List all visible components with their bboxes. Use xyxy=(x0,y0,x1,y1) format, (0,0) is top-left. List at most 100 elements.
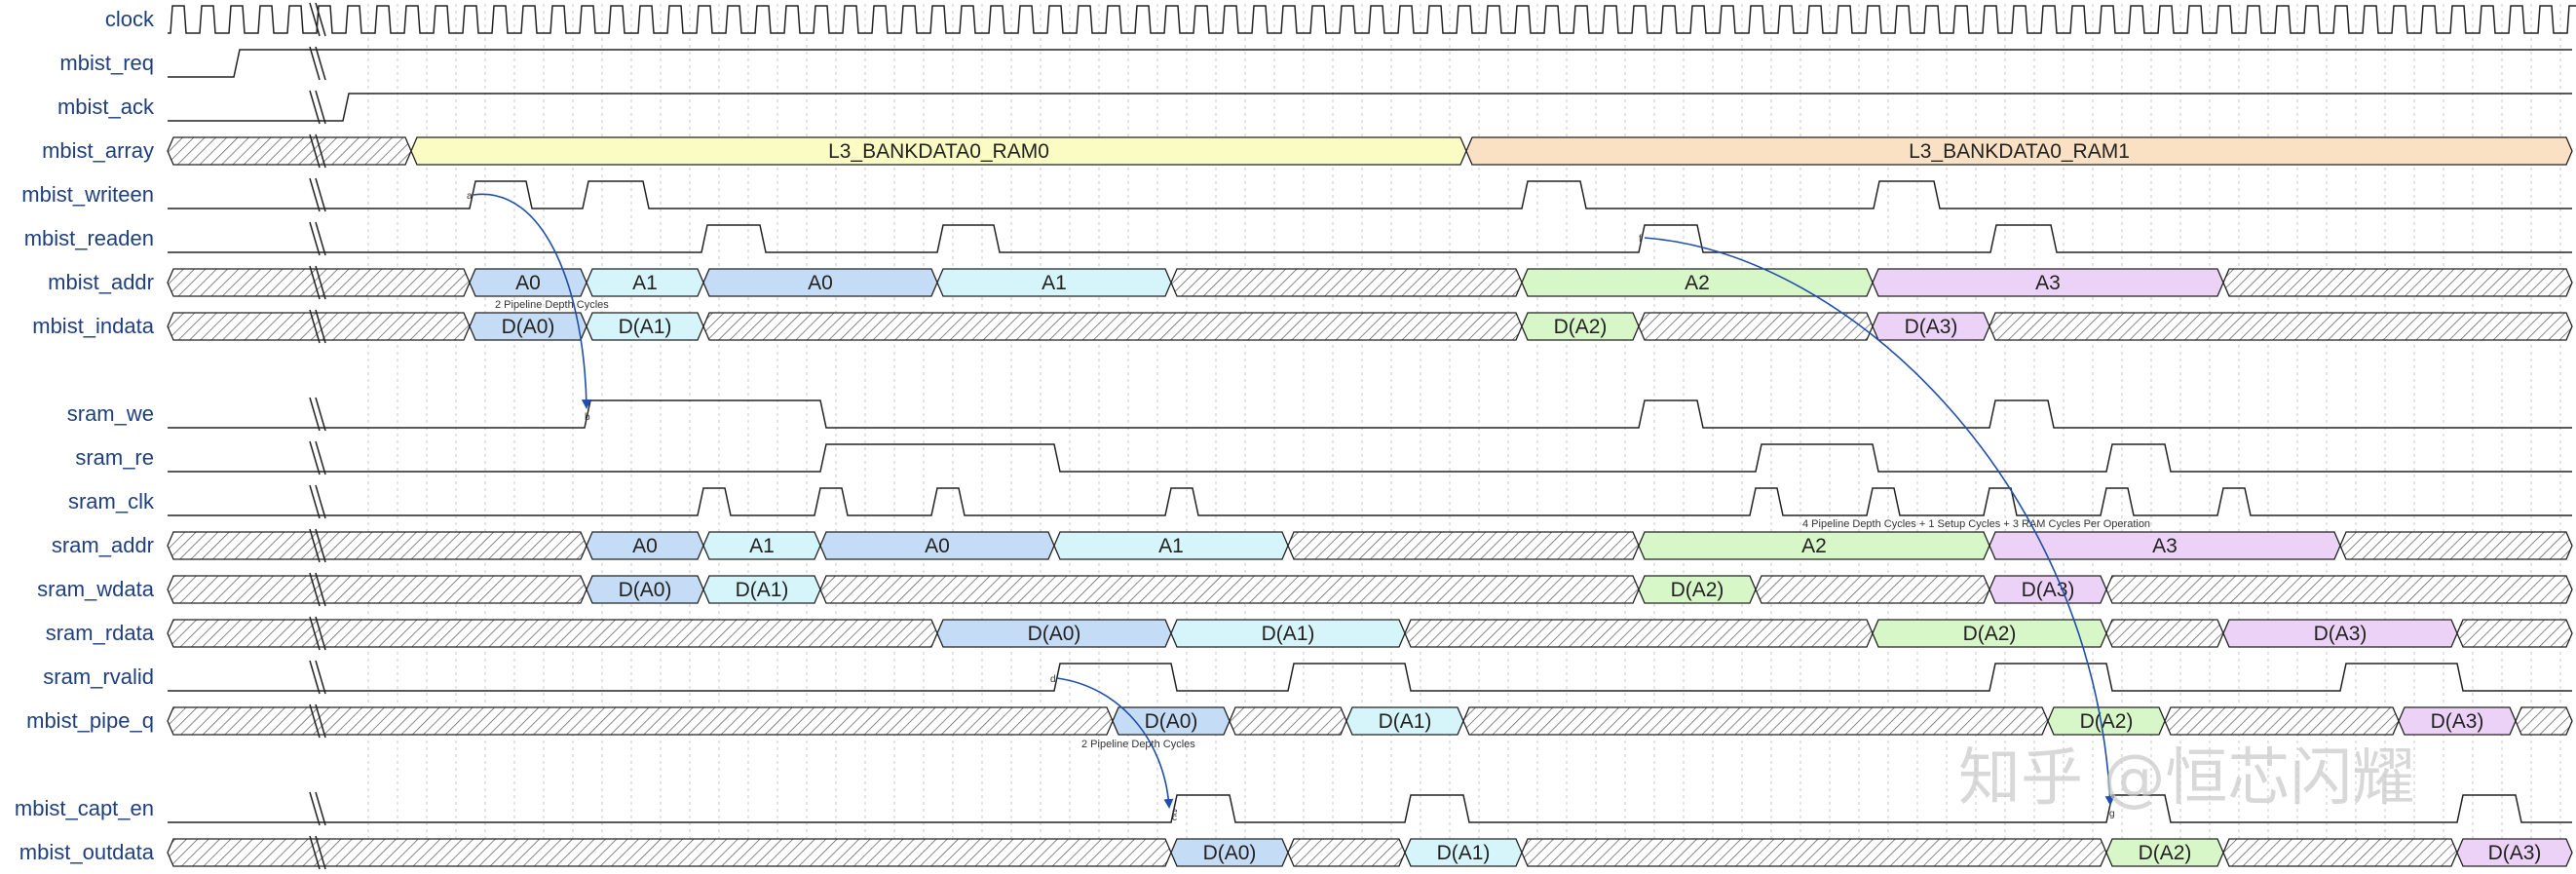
cycles-per-operation-annotation: 4 Pipeline Depth Cycles + 1 Setup Cycles… xyxy=(1802,518,2150,530)
break-mark xyxy=(309,616,321,651)
bus-value-mbist_outdata: D(A1) xyxy=(1437,842,1491,864)
break-mark xyxy=(309,2,321,37)
bus-value-mbist_array: L3_BANKDATA0_RAM1 xyxy=(1909,140,2130,163)
bus-value-sram_wdata: D(A0) xyxy=(619,579,672,601)
bus-value-sram_rdata: D(A2) xyxy=(1963,623,2017,645)
bus-value-mbist_addr: A3 xyxy=(2035,272,2061,294)
break-mark xyxy=(315,46,326,81)
bus-mbist_indata: D(A0)D(A1)D(A2)D(A3) xyxy=(167,312,2573,341)
break-mark xyxy=(315,484,326,519)
bus-value-mbist_pipe_q: D(A3) xyxy=(2431,710,2484,733)
arrow-d-to-e xyxy=(1056,677,1174,809)
break-mark xyxy=(309,309,321,344)
bus-value-sram_rdata: D(A3) xyxy=(2314,623,2368,645)
pipeline-depth-annotation-2: 2 Pipeline Depth Cycles xyxy=(1081,739,1195,750)
bus-value-mbist_addr: A2 xyxy=(1685,272,1710,294)
bus-value-sram_addr: A0 xyxy=(632,535,658,557)
time-break-marks xyxy=(309,2,326,870)
break-mark xyxy=(309,265,321,300)
bus-value-mbist_pipe_q: D(A1) xyxy=(1379,710,1432,733)
signal-label-sram_clk: sram_clk xyxy=(68,489,155,513)
break-mark xyxy=(315,133,326,169)
signal-label-sram_rvalid: sram_rvalid xyxy=(43,665,154,689)
break-mark xyxy=(309,528,321,563)
bus-value-mbist_addr: A1 xyxy=(1042,272,1067,294)
signal-label-mbist_pipe_q: mbist_pipe_q xyxy=(26,708,154,733)
bus-value-mbist_array: L3_BANKDATA0_RAM0 xyxy=(828,140,1049,163)
bus-value-sram_rdata: D(A0) xyxy=(1028,623,1081,645)
signal-label-mbist_outdata: mbist_outdata xyxy=(19,840,155,864)
signal-label-mbist_readen: mbist_readen xyxy=(24,226,154,250)
bus-value-mbist_pipe_q: D(A2) xyxy=(2080,710,2134,733)
signal-label-mbist_req: mbist_req xyxy=(59,51,154,75)
annotations: 2 Pipeline Depth Cycles 2 Pipeline Depth… xyxy=(495,299,2150,750)
dependency-arrows xyxy=(473,193,2115,809)
break-mark xyxy=(315,177,326,212)
bus-value-sram_addr: A1 xyxy=(1158,535,1184,557)
break-mark xyxy=(309,177,321,212)
break-mark xyxy=(315,265,326,300)
signal-label-sram_we: sram_we xyxy=(67,401,154,426)
bus-value-sram_addr: A0 xyxy=(925,535,950,557)
break-mark xyxy=(309,835,321,870)
bus-value-mbist_addr: A0 xyxy=(808,272,833,294)
break-mark xyxy=(315,616,326,651)
marker-f: f xyxy=(1639,234,1642,245)
break-mark xyxy=(315,90,326,125)
bus-value-mbist_indata: D(A2) xyxy=(1554,316,1608,338)
bus-mbist_outdata: D(A0) D(A1) D(A2) D(A3) xyxy=(167,838,2573,867)
bus-mbist_array: L3_BANKDATA0_RAM0 L3_BANKDATA0_RAM1 xyxy=(167,136,2573,166)
grid-lines xyxy=(367,4,2561,870)
bus-value-sram_wdata: D(A2) xyxy=(1671,579,1724,601)
wave-sram_re xyxy=(168,443,2572,473)
break-mark xyxy=(309,484,321,519)
arrow-a-to-b xyxy=(473,193,591,409)
signal-label-mbist_indata: mbist_indata xyxy=(32,314,155,338)
bus-sram_wdata: D(A0) D(A1) D(A2) D(A3) xyxy=(167,575,2573,604)
bus-value-mbist_indata: D(A1) xyxy=(619,316,672,338)
signal-label-sram_addr: sram_addr xyxy=(52,533,154,557)
break-mark xyxy=(309,791,321,826)
bus-value-mbist_indata: D(A0) xyxy=(502,316,555,338)
break-mark xyxy=(315,572,326,607)
bus-value-mbist_outdata: D(A3) xyxy=(2488,842,2542,864)
signal-label-sram_wdata: sram_wdata xyxy=(37,577,155,601)
signal-label-mbist_writeen: mbist_writeen xyxy=(21,182,154,207)
marker-d: d xyxy=(1050,674,1056,685)
wave-sram_we xyxy=(168,399,2572,429)
signal-label-mbist_ack: mbist_ack xyxy=(57,95,155,119)
signal-labels: clock mbist_req mbist_ack mbist_array mbist_… xyxy=(15,7,155,864)
signal-label-clock: clock xyxy=(105,7,155,31)
marker-g: g xyxy=(2109,809,2115,819)
signal-label-mbist_array: mbist_array xyxy=(42,138,154,163)
break-mark xyxy=(309,46,321,81)
bus-value-sram_addr: A3 xyxy=(2152,535,2178,557)
break-mark xyxy=(315,309,326,344)
break-mark xyxy=(315,397,326,432)
arrow-f-to-g xyxy=(1644,237,2115,806)
bus-value-mbist_outdata: D(A0) xyxy=(1203,842,1257,864)
bus-value-mbist_pipe_q: D(A0) xyxy=(1145,710,1198,733)
break-mark xyxy=(309,221,321,256)
bus-value-sram_wdata: D(A1) xyxy=(736,579,789,601)
bus-value-mbist_addr: A1 xyxy=(632,272,658,294)
wave-mbist_ack xyxy=(168,93,2572,122)
break-mark xyxy=(309,133,321,169)
signal-label-sram_re: sram_re xyxy=(75,445,154,470)
wave-clock xyxy=(168,5,2576,34)
watermark: 知乎 @恒芯闪耀 xyxy=(1958,742,2414,815)
wave-sram_rvalid xyxy=(168,663,2572,692)
wave-mbist_writeen xyxy=(168,180,2572,209)
pipeline-depth-annotation-1: 2 Pipeline Depth Cycles xyxy=(495,299,609,311)
break-mark xyxy=(315,2,326,37)
bus-value-sram_rdata: D(A1) xyxy=(1262,623,1315,645)
marker-c: c xyxy=(1172,813,1177,823)
bus-value-sram_wdata: D(A3) xyxy=(2022,579,2075,601)
bus-mbist_pipe_q: D(A0) D(A1) D(A2) D(A3) xyxy=(167,706,2573,736)
wave-sram_clk xyxy=(168,487,2572,516)
marker-labels: a b c d e f g xyxy=(467,191,2115,823)
bus-value-mbist_outdata: D(A2) xyxy=(2139,842,2192,864)
